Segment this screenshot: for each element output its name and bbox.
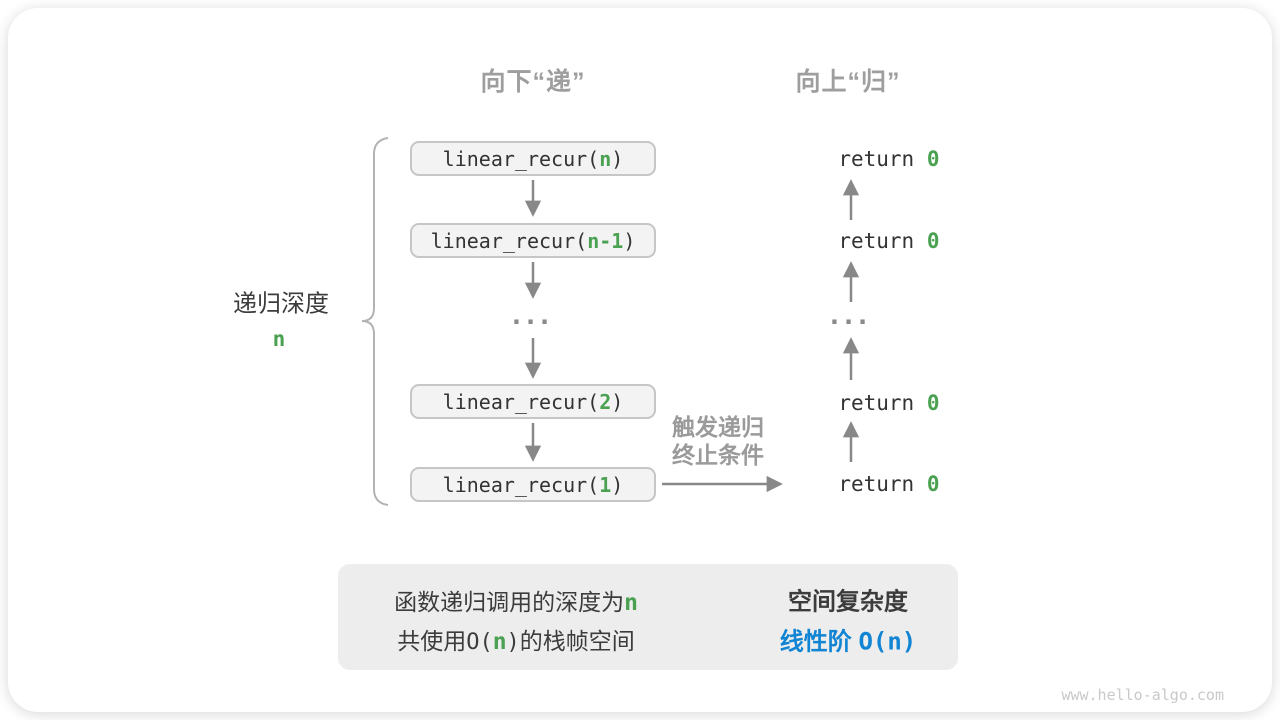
return-statement: return 0 — [762, 448, 939, 520]
diagram-card: 向下“递” 向上“归” 递归深度 n linear_recur(n) linea… — [8, 8, 1272, 712]
call-box-2: linear_recur(2) — [410, 384, 656, 419]
return-ellipsis: ... — [829, 302, 873, 330]
return-statement: return 0 — [762, 205, 939, 277]
call-box-prefix: linear_recur( — [442, 472, 600, 497]
call-box-suffix: ) — [611, 389, 624, 414]
return-text: return — [838, 229, 927, 253]
summary-bigo-close: ) — [506, 630, 520, 655]
return-value: 0 — [926, 391, 940, 415]
call-box-suffix: ) — [623, 228, 636, 253]
summary-left-line2: 共使用 O(n) 的栈帧空间 — [397, 622, 635, 656]
return-text: return — [838, 391, 927, 415]
depth-label: 递归深度 — [233, 290, 329, 318]
header-recurse-down: 向下“递” — [480, 68, 586, 96]
return-statement: return 0 — [762, 123, 939, 195]
call-box-prefix: linear_recur( — [430, 228, 588, 253]
return-value: 0 — [926, 147, 940, 171]
watermark-url: www.hello-algo.com — [1061, 686, 1224, 704]
return-statement: return 0 — [762, 367, 939, 439]
header-return-up: 向上“归” — [795, 68, 901, 96]
summary-box — [338, 564, 958, 670]
return-text: return — [838, 472, 927, 496]
summary-bigo-n: n — [492, 629, 507, 655]
summary-complexity-title: 空间复杂度 — [788, 588, 908, 616]
call-box-n: linear_recur(n) — [410, 141, 656, 176]
base-case-note-line2: 终止条件 — [672, 442, 764, 468]
call-box-1: linear_recur(1) — [410, 467, 656, 502]
depth-brace — [361, 137, 389, 506]
summary-depth-value: n — [624, 590, 638, 616]
base-case-note: 触发递归 终止条件 — [672, 413, 764, 469]
return-text: return — [838, 147, 927, 171]
summary-space-pre: 共使用 — [397, 628, 467, 654]
summary-space-post: 的栈帧空间 — [519, 628, 635, 654]
summary-result-value: O(n) — [858, 627, 917, 656]
base-case-note-line1: 触发递归 — [672, 414, 764, 440]
return-value: 0 — [926, 472, 940, 496]
summary-left-line1: 函数递归调用的深度为 n — [394, 583, 638, 617]
summary-complexity-result: 线性阶 O(n) — [780, 622, 916, 657]
call-box-arg: 1 — [599, 472, 612, 497]
call-box-prefix: linear_recur( — [442, 146, 600, 171]
call-box-arg: 2 — [599, 389, 612, 414]
summary-bigo-open: O( — [466, 630, 493, 655]
summary-result-label: 线性阶 — [779, 628, 859, 656]
call-stack-ellipsis: ... — [511, 302, 555, 330]
return-value: 0 — [926, 229, 940, 253]
call-box-suffix: ) — [611, 146, 624, 171]
summary-depth-text: 函数递归调用的深度为 — [394, 589, 625, 615]
call-box-prefix: linear_recur( — [442, 389, 600, 414]
depth-value: n — [272, 327, 286, 351]
call-box-suffix: ) — [611, 472, 624, 497]
call-box-arg: n — [599, 146, 612, 171]
call-box-n-1: linear_recur(n-1) — [410, 223, 656, 258]
call-box-arg: n-1 — [587, 228, 624, 253]
